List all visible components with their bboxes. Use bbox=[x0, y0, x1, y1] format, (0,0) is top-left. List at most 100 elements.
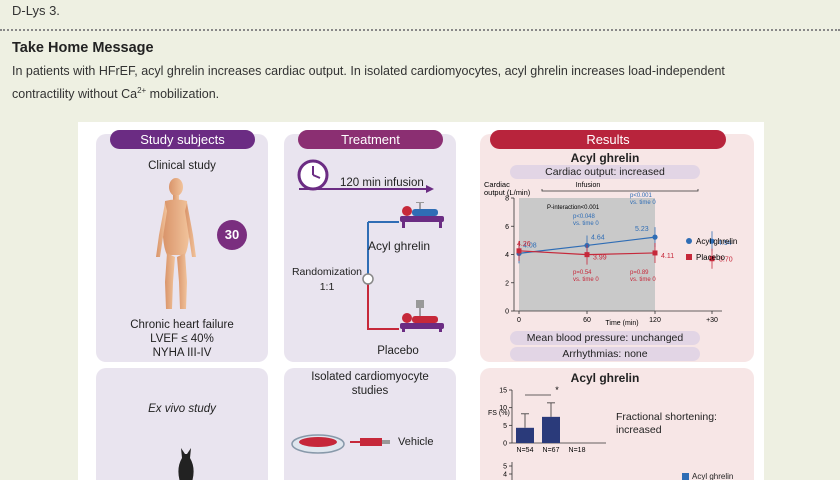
fs-y-tick-label: 0 bbox=[503, 441, 507, 448]
cardiac-output-tag: Cardiac output: increased bbox=[510, 165, 700, 179]
red-annot-2-p: p=0.89 bbox=[630, 270, 649, 276]
isolated-cardiomyocyte-title: Isolated cardiomyocyte bbox=[311, 371, 429, 383]
data-point bbox=[709, 238, 715, 244]
co-series-group: 4.08 4.64 5.23 4.94 4.26 3.99 4.11 3.70 bbox=[516, 226, 733, 269]
fs-y-tick-label: 5 bbox=[503, 423, 507, 430]
chart-xlabel: Time (min) bbox=[605, 320, 638, 327]
patient-bed-icon-placebo bbox=[400, 300, 444, 332]
data-label: 4.11 bbox=[661, 253, 674, 260]
results-header: Results bbox=[490, 130, 726, 149]
vehicle-label: Vehicle bbox=[398, 436, 434, 448]
data-label: 4.94 bbox=[718, 240, 732, 247]
petri-dish-vehicle-icon bbox=[291, 434, 390, 454]
take-home-body: In patients with HFrEF, acyl ghrelin inc… bbox=[12, 62, 827, 104]
legend2-acyl-label: Acyl ghrelin bbox=[692, 472, 734, 480]
legend-acyl-label: Acyl ghrelin bbox=[696, 237, 737, 246]
placebo-arm-label: Placebo bbox=[377, 345, 419, 357]
legend-placebo-marker bbox=[686, 254, 692, 260]
chart-ylabel-1: Cardiac bbox=[484, 180, 510, 189]
clinical-study-title: Clinical study bbox=[148, 160, 216, 172]
fs-significance-star: * bbox=[555, 385, 559, 395]
fs-text-1: Fractional shortening: bbox=[616, 411, 717, 423]
fs-bars-group: N=54 N=67 N=18 bbox=[516, 394, 586, 454]
x-tick-label: +30 bbox=[706, 317, 718, 324]
data-label: 4.26 bbox=[517, 241, 531, 248]
y-tick-label: 6 bbox=[505, 224, 509, 231]
blue-annot-1-p: p<0.048 bbox=[573, 214, 596, 220]
patient-bed-icon-acyl bbox=[400, 202, 444, 228]
x-tick-label: 120 bbox=[649, 317, 661, 324]
study-subjects-header: Study subjects bbox=[110, 130, 255, 149]
fs2-y-tick-label: 4 bbox=[503, 472, 507, 479]
human-body-icon bbox=[156, 178, 196, 309]
take-home-line-3: mobilization. bbox=[146, 87, 220, 102]
legend-placebo-label: Placebo bbox=[696, 253, 725, 262]
x-tick-label: 60 bbox=[583, 317, 591, 324]
data-point bbox=[652, 234, 658, 240]
cardiac-output-chart: Cardiac output (L/min) Infusion 0 2 4 6 8 0 60… bbox=[484, 180, 737, 327]
fs-bar bbox=[542, 416, 560, 443]
fs2-y-tick-label: 5 bbox=[503, 464, 507, 471]
data-label: 4.64 bbox=[591, 234, 605, 241]
x-tick-label: 0 bbox=[517, 317, 521, 324]
fs-text-2: increased bbox=[616, 424, 662, 436]
red-annot-1-p: p=0.54 bbox=[573, 270, 592, 276]
mean-blood-pressure-tag: Mean blood pressure: unchanged bbox=[510, 331, 700, 345]
randomization-label: Randomization bbox=[291, 266, 363, 278]
graphical-abstract-figure: Study subjects Clinical study 30 Chronic… bbox=[78, 122, 764, 480]
data-label: 3.99 bbox=[593, 255, 607, 262]
arrhythmias-tag: Arrhythmias: none bbox=[510, 347, 700, 361]
ca-superscript: 2+ bbox=[137, 86, 147, 95]
legend-acyl-marker bbox=[686, 238, 692, 244]
criteria-hf: Chronic heart failure bbox=[130, 319, 234, 331]
take-home-title: Take Home Message bbox=[12, 40, 154, 56]
y-tick-label: 2 bbox=[505, 280, 509, 287]
isolated-cardiomyocyte-title-2: studies bbox=[351, 385, 389, 397]
criteria-nyha: NYHA III-IV bbox=[152, 347, 212, 359]
fs-category-label: N=54 bbox=[517, 447, 534, 454]
fs-ylabel: FS (%) bbox=[488, 410, 510, 417]
criteria-lvef: LVEF ≤ 40% bbox=[150, 333, 214, 345]
treatment-panel-bottom bbox=[284, 368, 456, 480]
top-line-text: D-Lys 3. bbox=[12, 3, 60, 18]
infusion-bracket-label: Infusion bbox=[576, 182, 601, 189]
fs-y-tick-label: 10 bbox=[499, 405, 507, 412]
fs-category-label: N=18 bbox=[569, 447, 586, 454]
subject-count-badge: 30 bbox=[217, 220, 247, 250]
take-home-line-2: contractility without Ca bbox=[12, 87, 138, 102]
results-panel-bottom bbox=[480, 368, 754, 480]
infusion-timeline bbox=[297, 159, 434, 193]
legend2-acyl-marker bbox=[682, 473, 689, 480]
data-point bbox=[652, 250, 658, 256]
acyl-ghrelin-arm-label: Acyl ghrelin bbox=[368, 239, 431, 253]
treatment-header: Treatment bbox=[298, 130, 443, 149]
fs-bar bbox=[516, 427, 534, 443]
data-label: 5.23 bbox=[635, 226, 649, 233]
data-point bbox=[516, 248, 522, 254]
data-label: 4.08 bbox=[523, 242, 537, 249]
y-tick-label: 0 bbox=[505, 309, 509, 316]
data-point bbox=[584, 252, 590, 258]
blue-annot-2-vs: vs. time 0 bbox=[630, 200, 656, 206]
ex-vivo-title: Ex vivo study bbox=[148, 403, 216, 415]
acyl-ghrelin-fs-title: Acyl ghrelin bbox=[570, 371, 640, 385]
data-label: 3.70 bbox=[719, 257, 733, 264]
fs-y-tick-label: 15 bbox=[499, 388, 507, 395]
interaction-p-label: P-interaction<0.001 bbox=[547, 205, 600, 211]
y-tick-label: 8 bbox=[505, 196, 509, 203]
blue-annot-1-vs: vs. time 0 bbox=[573, 221, 599, 227]
fs-category-label: N=67 bbox=[543, 447, 560, 454]
randomization-diagram bbox=[362, 202, 444, 332]
randomization-ratio: 1:1 bbox=[319, 281, 335, 293]
red-annot-1-vs: vs. time 0 bbox=[573, 277, 599, 283]
red-annot-2-vs: vs. time 0 bbox=[630, 277, 656, 283]
chart-ylabel-2: output (L/min) bbox=[484, 188, 531, 197]
data-point bbox=[709, 256, 715, 262]
rat-icon bbox=[178, 448, 194, 480]
acyl-ghrelin-results-title: Acyl ghrelin bbox=[570, 151, 640, 165]
infusion-label: 120 min infusion bbox=[340, 177, 424, 189]
y-tick-label: 4 bbox=[505, 252, 509, 259]
blue-annot-2-p: p<0.001 bbox=[630, 193, 653, 199]
dotted-divider bbox=[0, 29, 840, 31]
